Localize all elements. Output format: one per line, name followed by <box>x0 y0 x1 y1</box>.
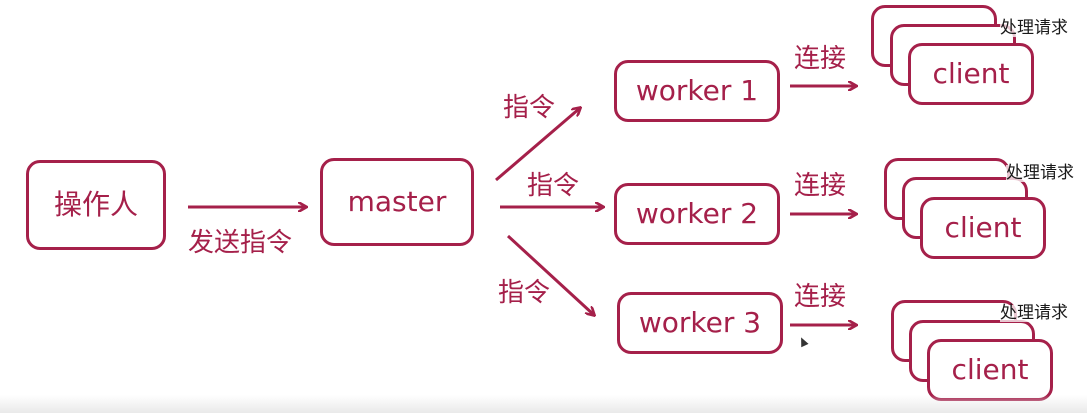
bottom-shade <box>0 395 1087 413</box>
operator-box: 操作人 <box>26 160 166 250</box>
master-label: master <box>347 185 447 218</box>
connect-label-3: 连接 <box>794 282 847 312</box>
client-3-label: client <box>951 353 1029 386</box>
worker-1-label: worker 1 <box>635 74 759 107</box>
master-box: master <box>320 158 474 246</box>
worker-3-label: worker 3 <box>638 306 762 339</box>
client-2-label: client <box>944 211 1022 244</box>
command-label-3: 指令 <box>498 278 551 308</box>
client-stack-1-front: client <box>908 43 1034 105</box>
worker-2-box: worker 2 <box>614 183 780 245</box>
client-stack-3-front: client <box>927 339 1053 401</box>
command-label-2: 指令 <box>527 171 580 201</box>
command-label-1: 指令 <box>503 93 556 123</box>
arrow-master-to-worker-1 <box>495 108 580 182</box>
arrow-master-to-worker-3 <box>506 234 594 315</box>
send-command-label: 发送指令 <box>188 228 293 258</box>
client-1-label: client <box>932 57 1010 90</box>
connect-label-2: 连接 <box>794 171 847 201</box>
client-stack-2-front: client <box>920 197 1046 259</box>
operator-label: 操作人 <box>53 188 138 221</box>
worker-3-box: worker 3 <box>617 292 783 354</box>
worker-1-box: worker 1 <box>614 60 780 122</box>
connect-label-1: 连接 <box>794 44 847 74</box>
worker-2-label: worker 2 <box>635 197 759 230</box>
handle-request-note-1: 处理请求 <box>1000 18 1068 38</box>
handle-request-note-3: 处理请求 <box>1000 303 1068 323</box>
handle-request-note-2: 处理请求 <box>1006 163 1074 183</box>
